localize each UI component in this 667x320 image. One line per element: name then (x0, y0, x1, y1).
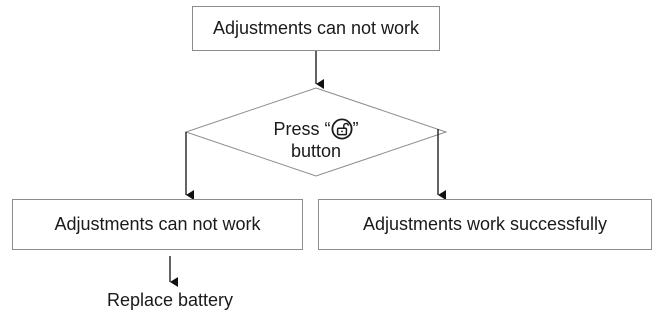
decision-line-2: button (290, 141, 342, 161)
decision-suffix: ” (352, 119, 359, 139)
start-box-label: Adjustments can not work (212, 18, 420, 38)
start-box: Adjustments can not work (192, 6, 440, 51)
decision-prefix: Press “ (273, 119, 331, 139)
right-branch-label: Adjustments work successfully (362, 214, 608, 234)
left-branch-label: Adjustments can not work (54, 214, 261, 234)
decision-diamond (184, 87, 448, 177)
right-branch-box: Adjustments work successfully (318, 199, 652, 250)
decision-line-1: Press “ ” (216, 118, 416, 140)
unlock-icon (330, 118, 353, 140)
end-label: Replace battery (106, 290, 234, 310)
left-branch-box: Adjustments can not work (12, 199, 303, 250)
decision-label: Press “ ” button (216, 118, 416, 162)
